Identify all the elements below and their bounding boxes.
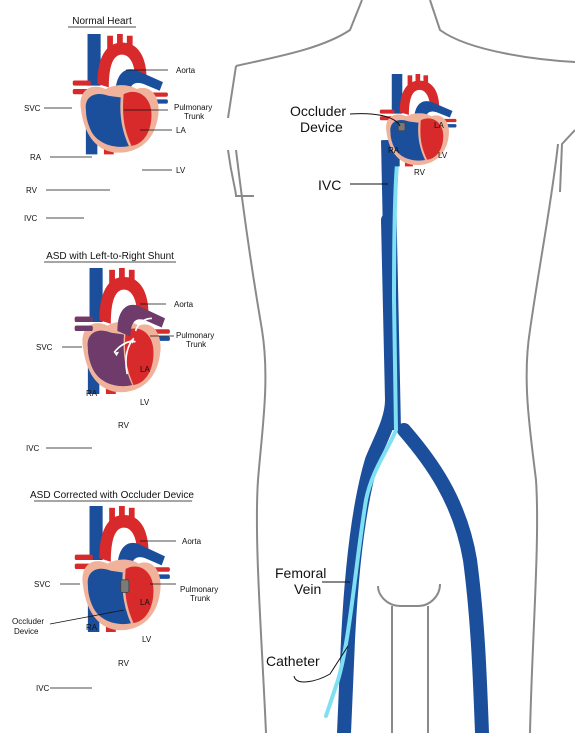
label-rv: RV [118, 421, 130, 430]
label-trunk: Trunk [186, 340, 207, 349]
body-label-device: Device [300, 119, 343, 135]
label-aorta: Aorta [176, 66, 196, 75]
label-pulmonary: Pulmonary [174, 103, 212, 112]
label-lv: LV [140, 398, 150, 407]
label-la: LA [176, 126, 186, 135]
body-label-la: LA [434, 121, 444, 130]
label-svc: SVC [24, 104, 41, 113]
panel-normal-heart: Normal Heart Aorta SVC Pulmonary Trunk L… [24, 16, 212, 223]
label-la: LA [140, 598, 150, 607]
label-ivc: IVC [24, 214, 38, 223]
body-label-rv: RV [414, 168, 426, 177]
body-label-femoral: Femoral [275, 565, 326, 581]
label-trunk: Trunk [190, 594, 211, 603]
label-lv: LV [176, 166, 186, 175]
label-ivc: IVC [36, 684, 50, 693]
label-aorta: Aorta [182, 537, 202, 546]
label-rv: RV [118, 659, 130, 668]
label-lv: LV [142, 635, 152, 644]
label-svc: SVC [34, 580, 51, 589]
label-ra: RA [86, 623, 98, 632]
venous-system [326, 128, 482, 733]
label-pulmonary: Pulmonary [176, 331, 214, 340]
label-ivc: IVC [26, 444, 40, 453]
label-trunk: Trunk [184, 112, 205, 121]
label-aorta: Aorta [174, 300, 194, 309]
panel-asd-shunt: ASD with Left-to-Right Shunt Aorta SVC P… [26, 251, 214, 453]
label-pulmonary: Pulmonary [180, 585, 218, 594]
label-ra: RA [30, 153, 42, 162]
label-la: LA [140, 365, 150, 374]
label-rv: RV [26, 186, 38, 195]
body-label-occluder: Occluder [290, 103, 346, 119]
body-label-ivc: IVC [318, 177, 341, 193]
body-label-catheter: Catheter [266, 653, 320, 669]
panel-asd-corrected: ASD Corrected with Occluder Device Aorta… [12, 490, 218, 693]
panel-title: ASD with Left-to-Right Shunt [46, 251, 174, 262]
panel-title: ASD Corrected with Occluder Device [30, 490, 194, 501]
label-device: Device [14, 627, 39, 636]
asd-heart-illustration [75, 268, 170, 394]
body-panel: LA RA LV RV Occluder Device IVC Femoral … [228, 0, 575, 733]
corrected-heart-illustration [75, 506, 170, 632]
label-ra: RA [86, 389, 98, 398]
body-label-vein: Vein [294, 581, 321, 597]
label-occluder: Occluder [12, 617, 44, 626]
normal-heart-illustration [73, 34, 168, 154]
body-label-lv: LV [438, 151, 448, 160]
body-label-ra: RA [388, 146, 400, 155]
panel-title: Normal Heart [72, 16, 132, 27]
label-svc: SVC [36, 343, 53, 352]
